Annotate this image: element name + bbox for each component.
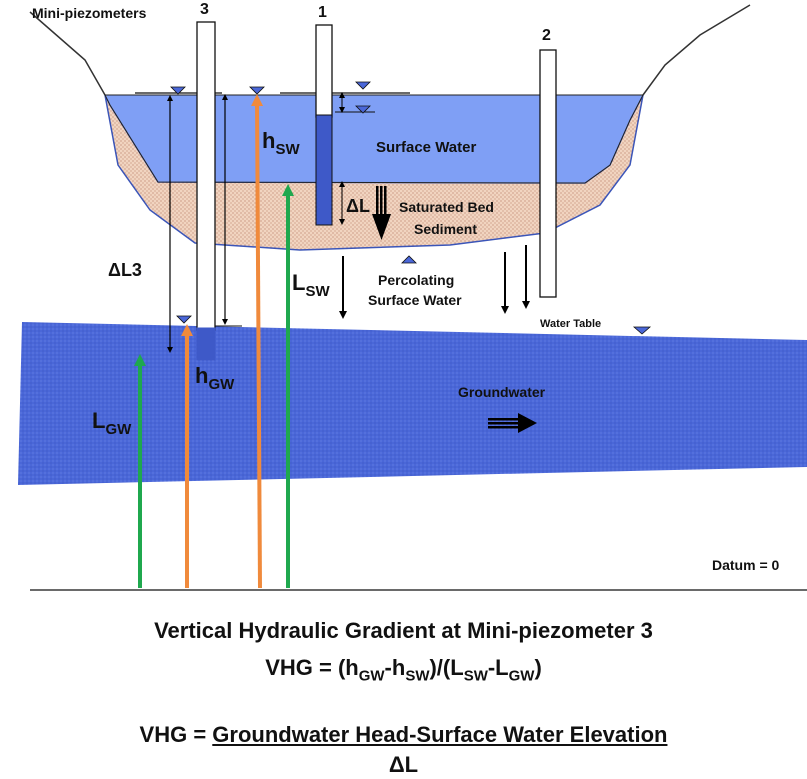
piezometer-3-screen bbox=[196, 327, 216, 361]
sediment-flow-down-arrow bbox=[372, 186, 391, 240]
groundwater-flow-right-arrow bbox=[488, 413, 537, 433]
surface-water bbox=[104, 94, 644, 184]
h-gw-label: hGW bbox=[195, 363, 235, 393]
water-level-triangle bbox=[355, 105, 371, 114]
percolating-label-1: Percolating bbox=[378, 272, 454, 288]
piezometer-3-tube bbox=[196, 21, 216, 331]
water-table-triangle bbox=[632, 326, 652, 335]
saturated-bed-label-1: Saturated Bed bbox=[399, 199, 494, 215]
ground-surface-line bbox=[29, 11, 106, 96]
percolating-label-2: Surface Water bbox=[368, 292, 462, 308]
caption-title: Vertical Hydraulic Gradient at Mini-piez… bbox=[154, 618, 653, 643]
surface-water-label: Surface Water bbox=[376, 139, 476, 156]
groundwater-zone bbox=[18, 322, 807, 485]
l-sw-label: LSW bbox=[292, 270, 330, 300]
piezometer-3-label: 3 bbox=[200, 1, 209, 18]
delta-l-label: ΔL bbox=[346, 196, 370, 216]
piezometer-1-tube bbox=[315, 24, 333, 118]
datum-label: Datum = 0 bbox=[712, 557, 780, 573]
caption-vhg-formula: VHG = (hGW-hSW)/(LSW-LGW) bbox=[265, 655, 542, 685]
l-gw-label: LGW bbox=[92, 408, 132, 438]
piezometer-1-screen bbox=[315, 114, 333, 226]
piezometer-2-label: 2 bbox=[542, 27, 551, 44]
piezometer-2-tube bbox=[539, 49, 557, 298]
caption-vhg-denominator: ΔL bbox=[388, 752, 419, 777]
ground-surface-line-right bbox=[642, 4, 751, 96]
mini-piezometers-label: Mini-piezometers bbox=[32, 5, 147, 21]
water-level-triangle bbox=[401, 255, 417, 264]
water-level-triangle bbox=[249, 86, 265, 95]
saturated-bed-label-2: Sediment bbox=[414, 221, 477, 237]
water-level-triangle bbox=[355, 81, 371, 90]
vhg-diagram: Mini-piezometers 3 1 2 Surface Water Sat… bbox=[18, 1, 807, 591]
water-level-triangle bbox=[170, 86, 186, 95]
caption-vhg-definition: VHG = Groundwater Head-Surface Water Ele… bbox=[139, 722, 668, 747]
delta-l3-label: ΔL3 bbox=[108, 260, 142, 280]
h-sw-arrow bbox=[251, 94, 264, 589]
water-level-triangle bbox=[176, 315, 192, 324]
groundwater-label: Groundwater bbox=[458, 384, 546, 400]
piezometer-1-label: 1 bbox=[318, 4, 327, 21]
h-sw-label: hSW bbox=[262, 128, 300, 158]
water-table-label: Water Table bbox=[540, 318, 601, 330]
